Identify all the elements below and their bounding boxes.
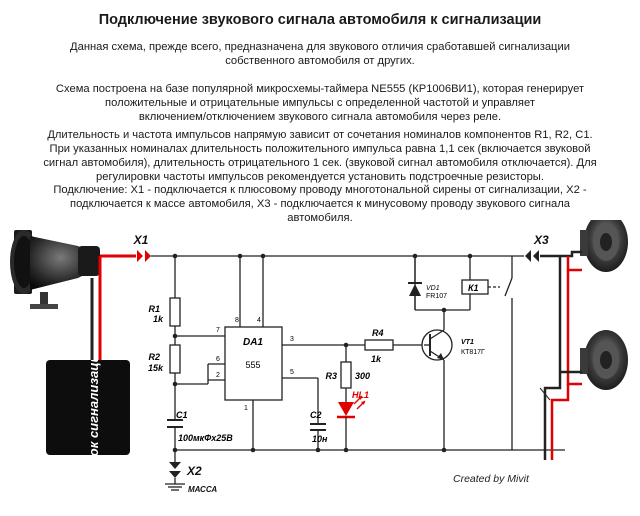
x3-label: X3 (533, 233, 549, 247)
car-horn-icon (580, 220, 628, 272)
siren-icon (10, 230, 100, 309)
relay-k1-contact (504, 277, 513, 297)
text-line: сигнал автомобиля), длительность отрицат… (43, 157, 597, 169)
c1-label: С1 (176, 410, 188, 420)
text-line: Данная схема, прежде всего, предназначен… (70, 41, 570, 53)
circuit-diagram: Блок сигнализации X1 R1 1k R2 15k С1 100… (10, 220, 628, 494)
c2-label: С2 (310, 410, 322, 420)
x2-connector: X2 МАССА (165, 462, 217, 494)
x3-connector: X3 (525, 233, 549, 262)
r2-label: R2 (148, 352, 160, 362)
alarm-block: Блок сигнализации (46, 346, 130, 473)
c2-value: 10н (312, 434, 328, 444)
credit-label: Created by Mivit (453, 473, 530, 485)
k1-label: К1 (468, 283, 479, 293)
hl1-label: HL1 (352, 390, 369, 400)
ic-555 (224, 326, 283, 401)
vd1-diode: VD1 FR107 (408, 282, 447, 300)
text-line: При указанных номиналах длительность пол… (49, 143, 591, 155)
junction-nodes (172, 253, 473, 453)
connection-paragraph: Подключение: Х1 - подключается к плюсово… (12, 183, 628, 225)
timing-paragraph: Длительность и частота импульсов напряму… (12, 128, 628, 184)
vd1-label: VD1 (426, 285, 440, 292)
text-line: Схема построена на базе популярной микро… (55, 83, 585, 95)
car-horn-icon (580, 330, 628, 390)
pin-2-label: 2 (216, 372, 220, 379)
vt1-type: КТ817Г (461, 349, 485, 356)
pin-5-label: 5 (290, 369, 294, 376)
text-line: регулировки частоты импульсов рекомендуе… (96, 171, 544, 183)
pin-3-label: 3 (290, 336, 294, 343)
text-line: собственного автомобиля от других. (225, 55, 415, 67)
r1-resistor (169, 297, 181, 327)
vt1-label: VT1 (461, 339, 474, 346)
ic-name: DA1 (243, 337, 263, 348)
vt1-transistor: VT1 КТ817Г (421, 329, 485, 361)
r1-label: R1 (148, 304, 160, 314)
pin-7-label: 7 (216, 327, 220, 334)
r2-resistor (169, 344, 181, 374)
text-line: автомобиля. (287, 212, 353, 224)
c1-value: 100мкФх25В (178, 433, 233, 443)
pin-6-label: 6 (216, 356, 220, 363)
pin-4-label: 4 (257, 317, 261, 324)
r4-label: R4 (372, 328, 384, 338)
r1-value: 1k (153, 314, 164, 324)
text-line: подключается к массе автомобиля, Х3 - по… (70, 198, 570, 210)
vd1-type: FR107 (426, 293, 447, 300)
r4-resistor (364, 339, 394, 351)
r3-label: R3 (325, 371, 337, 381)
alarm-block-label: Блок сигнализации (86, 346, 101, 473)
x2-label: X2 (186, 464, 202, 478)
text-line: включением/отключением звукового сигнала… (138, 111, 502, 123)
text-line: положительные и отрицательные импульсы с… (105, 97, 535, 109)
x1-connector: X1 (133, 233, 151, 262)
ic-type: 555 (245, 360, 260, 370)
pin-8-label: 8 (235, 317, 239, 324)
pin-1-label: 1 (244, 405, 248, 412)
x1-label: X1 (133, 233, 149, 247)
r4-value: 1k (371, 354, 382, 364)
text-line: Подключение: Х1 - подключается к плюсово… (53, 184, 587, 196)
text-line: Длительность и частота импульсов напряму… (47, 129, 593, 141)
r2-value: 15k (148, 363, 164, 373)
intro-paragraph: Данная схема, прежде всего, предназначен… (12, 40, 628, 68)
ground-label: МАССА (188, 485, 217, 494)
page-title: Подключение звукового сигнала автомобиля… (98, 12, 542, 28)
r3-value: 300 (355, 371, 370, 381)
r3-resistor (340, 361, 352, 389)
hl1-led: HL1 (337, 390, 369, 419)
description-paragraph: Схема построена на базе популярной микро… (12, 82, 628, 124)
